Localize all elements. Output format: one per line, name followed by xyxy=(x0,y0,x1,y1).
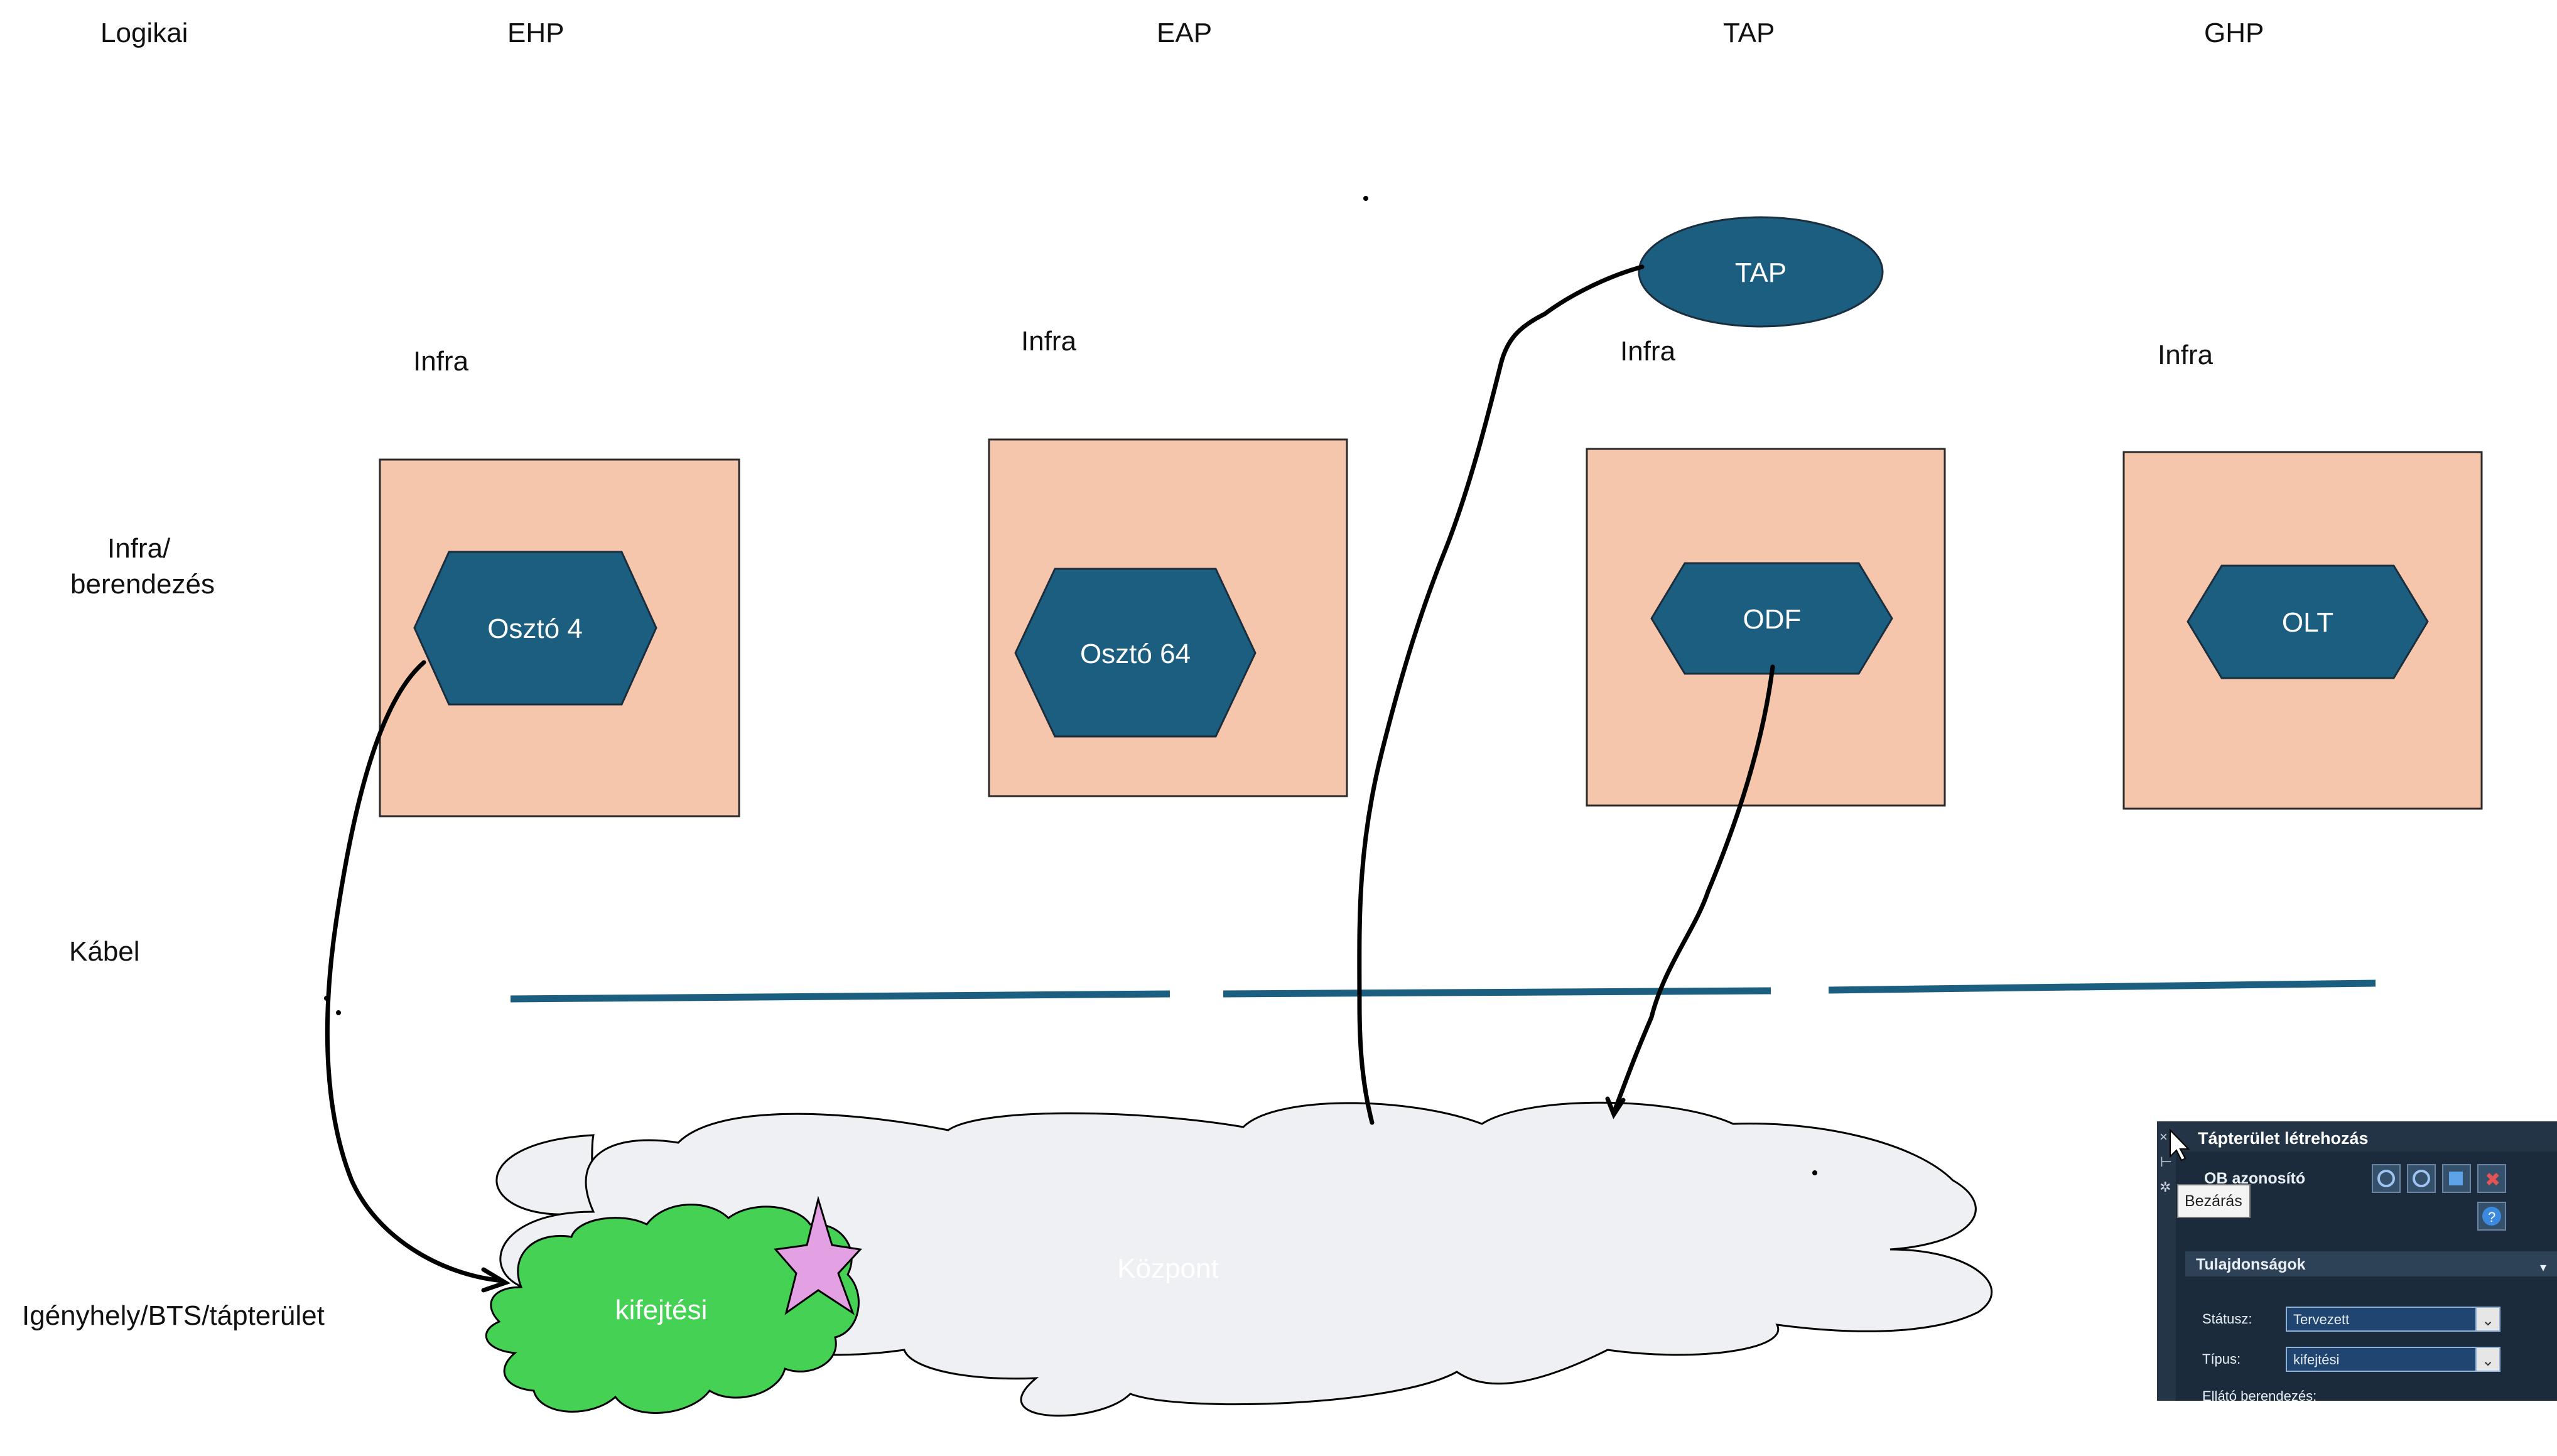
chevron-down-icon: ⌄ xyxy=(2482,1312,2494,1329)
arrowhead-central xyxy=(1605,1096,1626,1119)
supplier-field-label: Ellátó berendezés: xyxy=(2202,1388,2316,1404)
row-label-infra-equipment: Infra/ berendezés xyxy=(70,533,215,600)
infra-label-ehp: Infra xyxy=(413,346,469,377)
locate-icon-glyph xyxy=(2377,1170,2395,1187)
connection-tap-to-central xyxy=(1357,264,1645,1125)
locate-icon[interactable] xyxy=(2372,1164,2401,1193)
equipment-label-oszto4: Osztó 4 xyxy=(487,613,583,644)
central-cloud-shape xyxy=(495,1134,595,1216)
connections xyxy=(325,264,1775,1293)
properties-panel-titlebar xyxy=(2176,1121,2557,1151)
equipment-label-odf: ODF xyxy=(1743,604,1802,635)
locate-alt-icon[interactable] xyxy=(2407,1164,2436,1193)
cable-segment-3 xyxy=(1828,979,2376,994)
equipment-hexagon-oszto4 xyxy=(413,551,657,706)
column-header-tap: TAP xyxy=(1723,18,1775,48)
service-cloud-label: kifejtési xyxy=(615,1295,708,1325)
central-cloud-label: Központ xyxy=(1117,1253,1218,1284)
help-icon-mark: ? xyxy=(2488,1209,2495,1225)
row-label-infra-equipment-line1: Infra/ xyxy=(107,533,171,564)
select-icon-glyph xyxy=(2449,1172,2463,1185)
equipment-label-oszto64: Osztó 64 xyxy=(1080,639,1191,669)
delete-icon[interactable] xyxy=(2477,1164,2506,1193)
row-labels: Infra/ berendezés Kábel Igényhely/BTS/tá… xyxy=(22,533,325,1331)
locate-alt-icon-glyph xyxy=(2413,1170,2430,1187)
infra-label-eap: Infra xyxy=(1021,326,1077,357)
column-header-ghp: GHP xyxy=(2204,18,2264,48)
cable-segments xyxy=(510,979,2376,1003)
delete-icon-glyph: ✖ xyxy=(2485,1170,2500,1190)
column-header-logikai: Logikai xyxy=(100,18,188,48)
infra-labels: Infra Infra Infra Infra xyxy=(413,326,2214,377)
row-label-cable: Kábel xyxy=(69,936,140,967)
panel-side-pin-glyph[interactable]: ⊢ xyxy=(2160,1154,2172,1170)
connection-oszto4-to-service xyxy=(325,660,505,1283)
stray-dot xyxy=(1812,1170,1817,1175)
help-icon-glyph xyxy=(2482,1207,2501,1226)
mouse-cursor xyxy=(2170,1128,2190,1162)
type-dropdown-button[interactable] xyxy=(2475,1347,2500,1372)
infra-boxes xyxy=(379,438,2483,817)
tooltip-text: Bezárás xyxy=(2185,1192,2242,1210)
star-icon xyxy=(774,1195,863,1315)
equipment-label-olt: OLT xyxy=(2282,607,2333,638)
section-collapse-icon[interactable]: ▾ xyxy=(2540,1261,2546,1275)
column-header-ehp: EHP xyxy=(507,18,564,48)
service-cloud: kifejtési xyxy=(485,1195,863,1414)
row-label-infra-equipment-line2: berendezés xyxy=(70,569,215,600)
properties-panel-sidebar xyxy=(2157,1121,2176,1401)
stray-dot xyxy=(1363,196,1368,201)
row-label-service-area: Igényhely/BTS/tápterület xyxy=(22,1300,325,1331)
properties-section-header[interactable] xyxy=(2185,1251,2557,1276)
equipment-hexagon-odf xyxy=(1650,562,1893,675)
column-header-eap: EAP xyxy=(1157,18,1212,48)
central-cloud: Központ xyxy=(495,1101,1993,1417)
equipment: Osztó 4 Osztó 64 ODF OLT xyxy=(413,551,2429,738)
stray-dot xyxy=(336,1010,341,1015)
properties-section-title: Tulajdonságok xyxy=(2196,1256,2306,1273)
properties-panel: × ⊢ ✲ Tápterület létrehozás OB azonosító… xyxy=(2157,1121,2557,1404)
status-field-label: Státusz: xyxy=(2202,1311,2252,1327)
panel-side-close-glyph[interactable]: × xyxy=(2160,1129,2168,1145)
connection-odf-to-central xyxy=(1611,664,1775,1115)
tap-ellipse-label: TAP xyxy=(1735,257,1787,288)
arrowhead-service xyxy=(481,1267,511,1293)
infra-label-tap: Infra xyxy=(1620,336,1676,367)
type-select-value: kifejtési xyxy=(2293,1352,2339,1367)
tap-node: TAP xyxy=(1638,216,1884,328)
central-cloud-body xyxy=(499,1101,1993,1417)
status-dropdown-button[interactable] xyxy=(2475,1307,2500,1332)
stray-dots xyxy=(324,196,1817,1175)
stray-dot xyxy=(324,996,329,1001)
tap-ellipse xyxy=(1638,216,1884,328)
cable-segment-2 xyxy=(1223,987,1771,998)
select-icon[interactable] xyxy=(2442,1164,2471,1193)
status-select-value: Tervezett xyxy=(2293,1312,2349,1327)
service-cloud-shape xyxy=(485,1204,860,1414)
tooltip-box xyxy=(2177,1184,2251,1218)
panel-icon-buttons: ✖ ? xyxy=(2372,1164,2506,1231)
properties-panel-title: Tápterület létrehozás xyxy=(2198,1129,2369,1148)
equipment-hexagon-oszto64 xyxy=(1014,568,1257,738)
column-headers: Logikai EHP EAP TAP GHP xyxy=(100,18,2264,48)
chevron-down-icon: ⌄ xyxy=(2482,1352,2494,1369)
infra-label-ghp: Infra xyxy=(2158,340,2214,370)
tooltip: Bezárás xyxy=(2177,1184,2251,1218)
panel-side-gear-glyph[interactable]: ✲ xyxy=(2160,1179,2171,1195)
type-field-label: Típus: xyxy=(2202,1351,2241,1367)
cable-segment-1 xyxy=(510,990,1170,1003)
equipment-hexagon-olt xyxy=(2187,564,2429,679)
